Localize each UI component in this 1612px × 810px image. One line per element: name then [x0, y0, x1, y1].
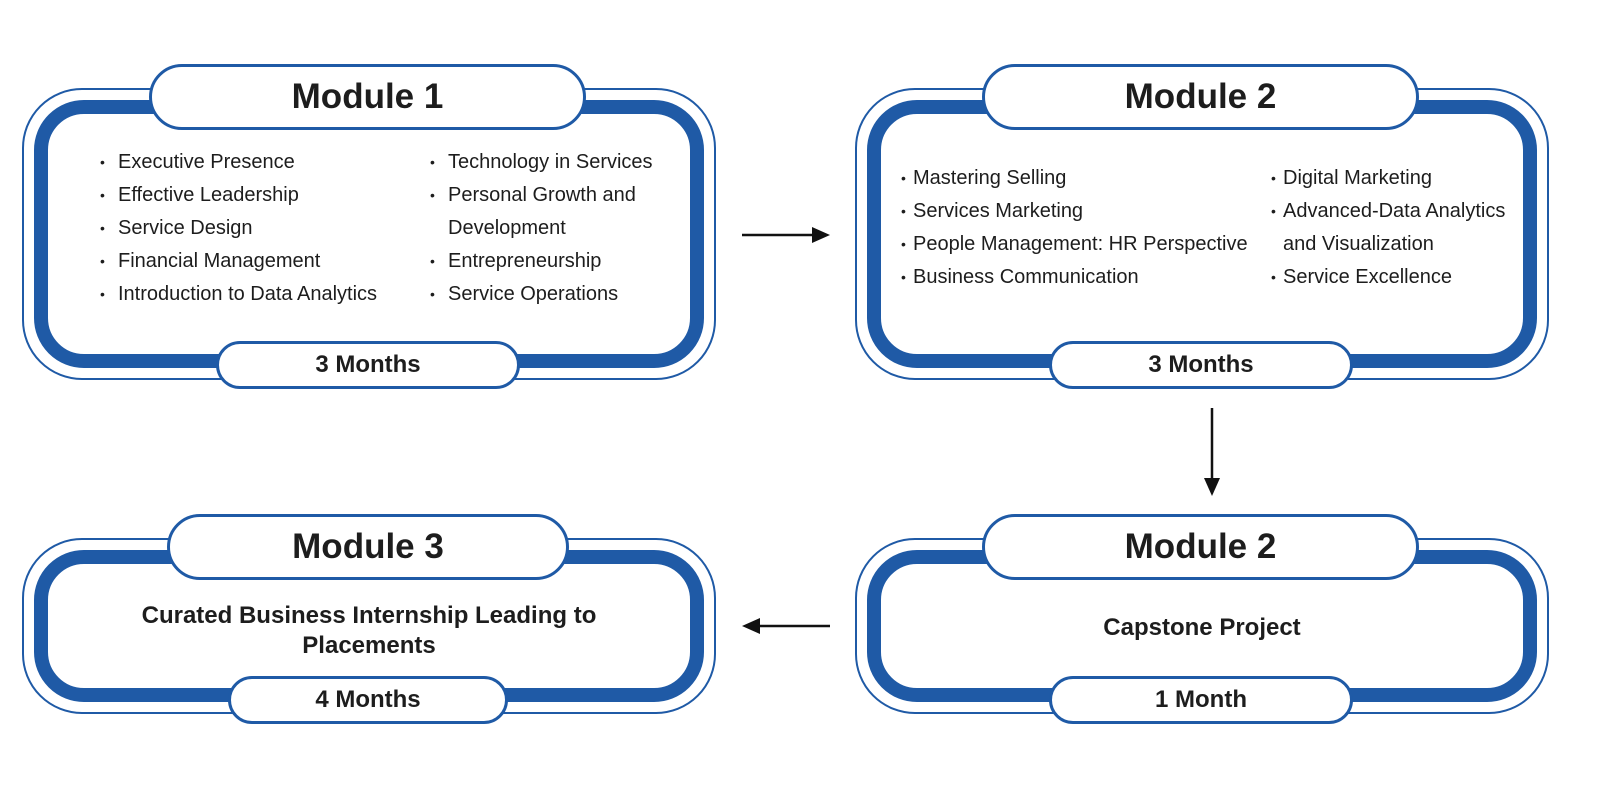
module-card-4: Module 2 Capstone Project 1 Month — [855, 514, 1549, 728]
list-item: Mastering Selling — [901, 162, 1261, 195]
duration-badge: 3 Months — [1049, 341, 1353, 389]
topic-list-right: Digital Marketing Advanced-Data Analytic… — [1271, 162, 1533, 294]
duration-badge: 1 Month — [1049, 676, 1353, 724]
module-description: Curated Business Internship Leading to P… — [141, 602, 597, 659]
list-item: Services Marketing — [901, 195, 1261, 228]
topic-list-left: Mastering Selling Services Marketing Peo… — [901, 162, 1261, 294]
list-item: Technology in Services — [430, 146, 670, 179]
module-title: Module 2 — [982, 64, 1419, 130]
list-item: Executive Presence — [100, 146, 420, 179]
arrow-right-icon — [742, 227, 830, 243]
module-card-2: Module 2 Mastering Selling Services Mark… — [855, 64, 1549, 389]
list-item: Advanced-Data Analytics and Visualizatio… — [1271, 195, 1533, 261]
topic-list-left: Executive Presence Effective Leadership … — [100, 146, 420, 311]
list-item: Financial Management — [100, 245, 420, 278]
list-item: Service Design — [100, 212, 420, 245]
duration-badge: 4 Months — [228, 676, 508, 724]
list-item: Digital Marketing — [1271, 162, 1533, 195]
topic-list-right: Technology in Services Personal Growth a… — [430, 146, 670, 311]
duration-badge: 3 Months — [216, 341, 520, 389]
arrow-down-icon — [1204, 408, 1220, 496]
list-item: Introduction to Data Analytics — [100, 278, 420, 311]
module-title: Module 3 — [167, 514, 569, 580]
module-title: Module 1 — [149, 64, 586, 130]
module-card-1: Module 1 Executive Presence Effective Le… — [22, 64, 716, 389]
list-item: Service Excellence — [1271, 261, 1533, 294]
list-item: Entrepreneurship — [430, 245, 670, 278]
list-item: Effective Leadership — [100, 179, 420, 212]
list-item: People Management: HR Perspective — [901, 228, 1261, 261]
list-item: Personal Growth and Development — [430, 179, 670, 245]
list-item: Business Communication — [901, 261, 1261, 294]
list-item: Service Operations — [430, 278, 670, 311]
arrow-left-icon — [742, 618, 830, 634]
module-title: Module 2 — [982, 514, 1419, 580]
module-description: Capstone Project — [1103, 614, 1301, 641]
module-card-3: Module 3 Curated Business Internship Lea… — [22, 514, 716, 728]
